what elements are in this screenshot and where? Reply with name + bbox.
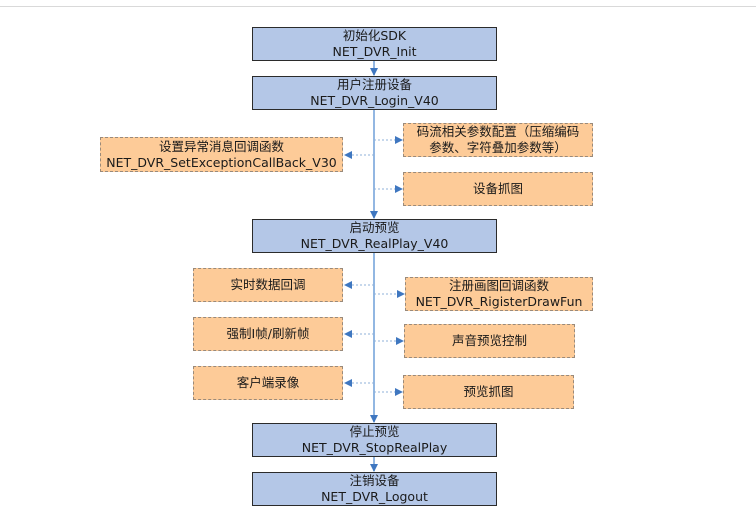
step-title: 注销设备	[349, 473, 400, 488]
box-title: 实时数据回调	[230, 277, 306, 292]
stream-config-box: 码流相关参数配置（压缩编码 参数、字符叠加参数等）	[403, 123, 593, 157]
box-title: 声音预览控制	[451, 333, 527, 348]
box-title: 码流相关参数配置（压缩编码	[416, 124, 580, 139]
box-func: NET_DVR_RigisterDrawFun	[415, 294, 583, 309]
box-func: 参数、字符叠加参数等）	[429, 140, 567, 155]
box-title: 强制I帧/刷新帧	[226, 326, 310, 341]
device-capture-box: 设备抓图	[403, 172, 593, 206]
step-title: 停止预览	[349, 424, 400, 439]
step-func: NET_DVR_RealPlay_V40	[300, 236, 449, 251]
sound-control-box: 声音预览控制	[404, 324, 575, 358]
step-realplay: 启动预览 NET_DVR_RealPlay_V40	[252, 219, 497, 253]
box-func: NET_DVR_SetExceptionCallBack_V30	[106, 154, 337, 170]
step-func: NET_DVR_Login_V40	[310, 93, 439, 108]
realtime-data-callback-box: 实时数据回调	[193, 268, 343, 302]
step-login: 用户注册设备 NET_DVR_Login_V40	[252, 76, 497, 110]
step-init-sdk: 初始化SDK NET_DVR_Init	[252, 27, 497, 61]
box-title: 设置异常消息回调函数	[158, 138, 284, 154]
draw-callback-box: 注册画图回调函数 NET_DVR_RigisterDrawFun	[405, 277, 593, 311]
box-title: 客户端录像	[236, 375, 300, 390]
box-title: 预览抓图	[463, 384, 514, 399]
box-title: 注册画图回调函数	[448, 278, 549, 293]
preview-capture-box: 预览抓图	[403, 375, 574, 409]
step-title: 用户注册设备	[336, 77, 412, 92]
step-title: 启动预览	[349, 220, 400, 235]
top-divider	[0, 6, 756, 7]
exception-callback-box: 设置异常消息回调函数 NET_DVR_SetExceptionCallBack_…	[100, 137, 343, 172]
step-logout: 注销设备 NET_DVR_Logout	[252, 472, 497, 506]
force-iframe-box: 强制I帧/刷新帧	[193, 317, 343, 351]
step-title: 初始化SDK	[342, 28, 407, 43]
connectors	[344, 61, 405, 472]
step-func: NET_DVR_Init	[332, 44, 417, 59]
client-record-box: 客户端录像	[193, 366, 343, 400]
step-stop-realplay: 停止预览 NET_DVR_StopRealPlay	[252, 423, 497, 457]
step-func: NET_DVR_StopRealPlay	[301, 440, 448, 455]
step-func: NET_DVR_Logout	[321, 489, 428, 504]
box-title: 设备抓图	[472, 181, 523, 196]
